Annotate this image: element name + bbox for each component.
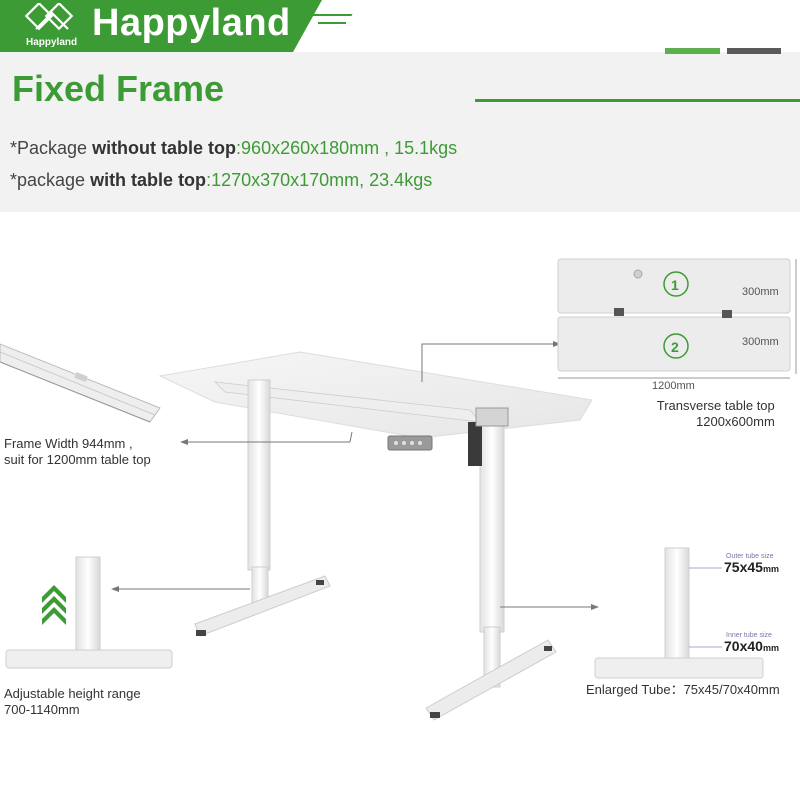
height-caption-line1: Adjustable height range — [4, 686, 141, 701]
decorative-line — [318, 22, 346, 24]
height-arrows-icon — [42, 585, 66, 625]
package-label: with table top — [90, 170, 207, 190]
package-value: :1270x370x170mm, 23.4kgs — [206, 170, 433, 190]
panel-1-height: 300mm — [742, 286, 779, 298]
package-info-panel — [0, 52, 800, 212]
height-caption-line2: 700-1140mm — [4, 702, 80, 717]
brand-name: Happyland — [92, 2, 291, 44]
tabletop-width: 1200mm — [652, 380, 695, 392]
decorative-line — [309, 14, 353, 16]
package-label: without table top — [92, 138, 237, 158]
indicator-tab-active — [665, 48, 720, 54]
frame-caption-line1: Frame Width 944mm , — [4, 436, 133, 451]
package-prefix: *package — [10, 170, 91, 190]
control-panel — [387, 435, 433, 451]
inner-tube-label: Inner tube size — [726, 632, 772, 639]
panel-2-number: 2 — [671, 339, 679, 355]
frame-caption-line2: suit for 1200mm table top — [4, 452, 151, 467]
tube-closeup — [594, 547, 764, 679]
inner-tube-value: 70x40mm — [724, 638, 779, 654]
leader-lines — [116, 343, 594, 608]
indicator-tab — [727, 48, 781, 54]
tube-caption: Enlarged Tube：75x45/70x40mm — [586, 682, 780, 697]
tabletop-caption-line2: 1200x600mm — [696, 414, 775, 429]
package-prefix: *Package — [10, 138, 93, 158]
panel-2-height: 300mm — [742, 336, 779, 348]
brand-logo-icon — [24, 3, 74, 31]
title-rule — [475, 99, 800, 102]
leg-closeup — [5, 556, 173, 669]
frame-caption: Frame Width 944mm , suit for 1200mm tabl… — [4, 436, 151, 468]
frame-rail-closeup — [0, 343, 161, 423]
outer-tube-unit: mm — [762, 564, 779, 574]
inner-tube-unit: mm — [762, 643, 779, 653]
desk-tabletop — [158, 351, 593, 439]
inner-tube-number: 70x40 — [724, 638, 763, 654]
height-caption: Adjustable height range 700-1140mm — [4, 686, 141, 718]
desk-right-leg — [425, 407, 557, 721]
section-title: Fixed Frame — [12, 68, 225, 109]
panel-1-number: 1 — [671, 277, 679, 293]
desk-left-leg — [194, 379, 331, 637]
tabletop-caption: Transverse table top 1200x600mm — [648, 398, 775, 430]
desk-drawing — [0, 258, 797, 721]
leader-arrows — [111, 341, 599, 610]
brand-logo-text: Happyland — [26, 37, 78, 48]
outer-tube-value: 75x45mm — [724, 559, 779, 575]
tabletop-caption-line1: Transverse table top — [656, 398, 775, 413]
package-value: :960x260x180mm , 15.1kgs — [236, 138, 458, 158]
outer-tube-number: 75x45 — [724, 559, 763, 575]
tabletop-panels — [557, 258, 797, 379]
outer-tube-label: Outer tube size — [726, 553, 774, 560]
product-illustration: 1 2 300mm 300mm 1200mm Transverse table … — [0, 212, 800, 800]
package-spec-with-top: *package with table top:1270x370x170mm, … — [10, 170, 432, 191]
package-spec-without-top: *Package without table top:960x260x180mm… — [10, 138, 457, 159]
